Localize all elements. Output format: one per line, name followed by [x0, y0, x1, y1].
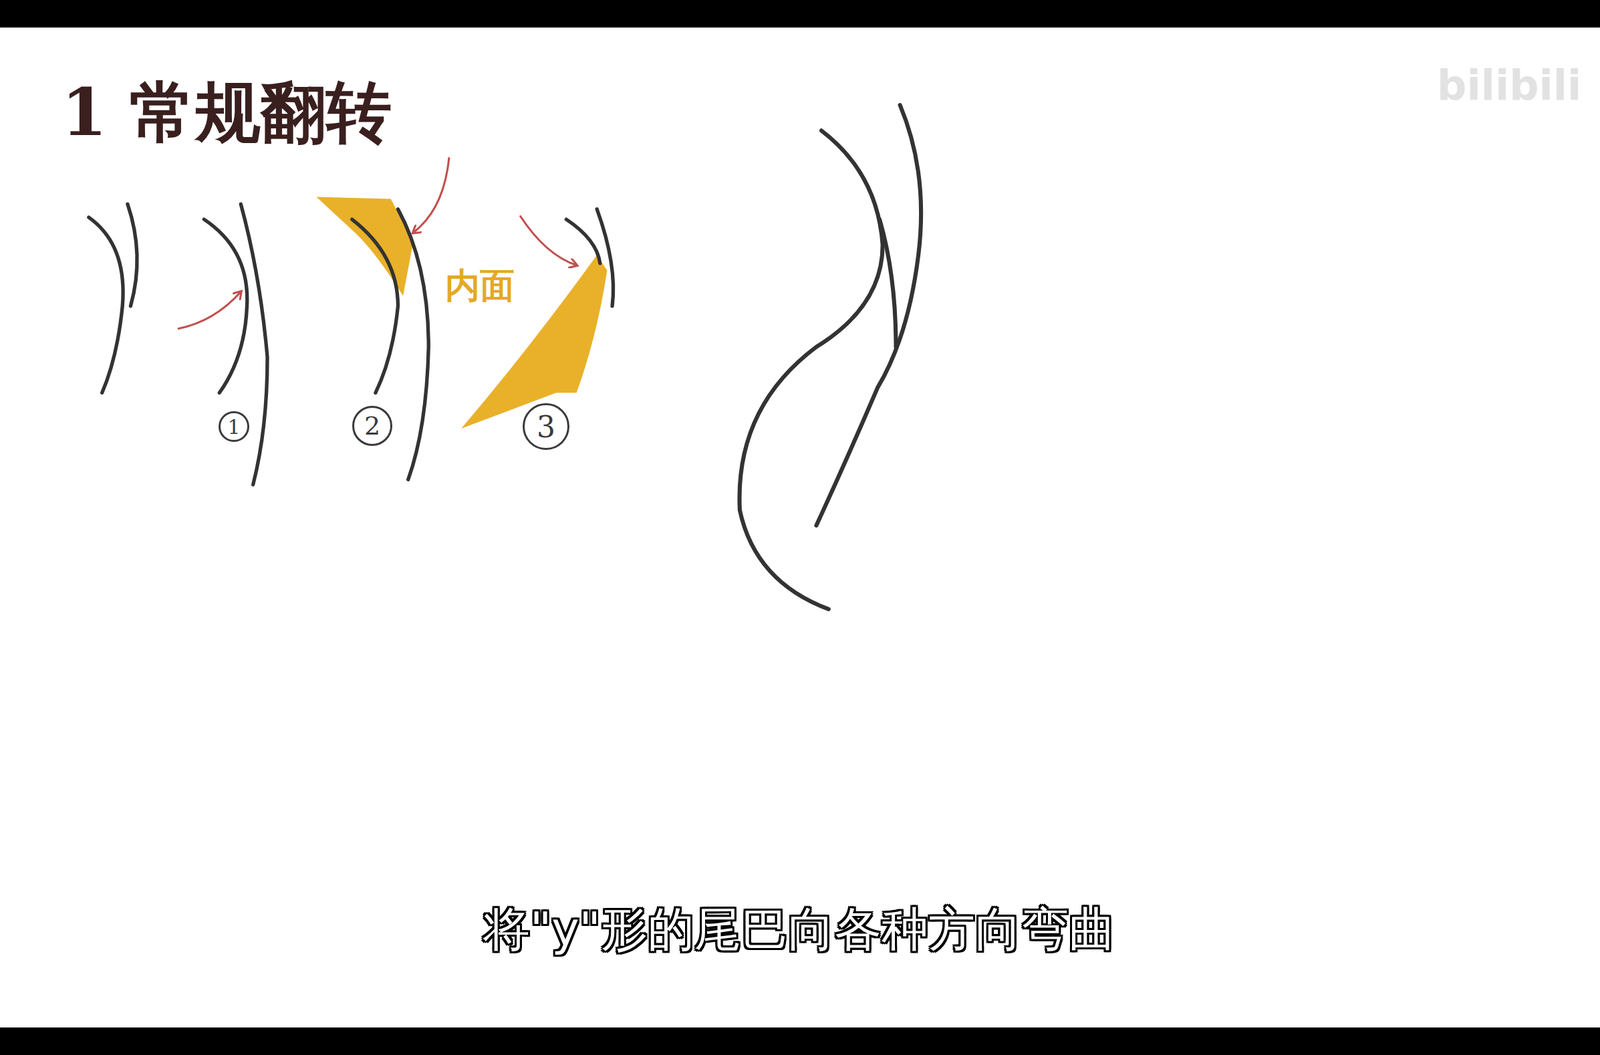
note-label: 内面: [445, 265, 515, 307]
callout-number: 1: [218, 411, 250, 442]
hair-strands: [352, 209, 430, 480]
title: 1 常规翻转: [61, 74, 392, 151]
red-arrows: [178, 158, 577, 329]
callout-number: 2: [352, 405, 393, 446]
video-bar: [0, 0, 1600, 28]
hair-strands: [739, 104, 921, 609]
hair-strands: [566, 209, 613, 307]
subtitle: 将"y"形的尾巴向各种方向弯曲: [483, 902, 1116, 957]
watermark: bilibili: [1436, 61, 1582, 109]
callout-number: 3: [522, 403, 570, 450]
hair-strands: [88, 203, 268, 485]
video-bar: [0, 1027, 1600, 1055]
